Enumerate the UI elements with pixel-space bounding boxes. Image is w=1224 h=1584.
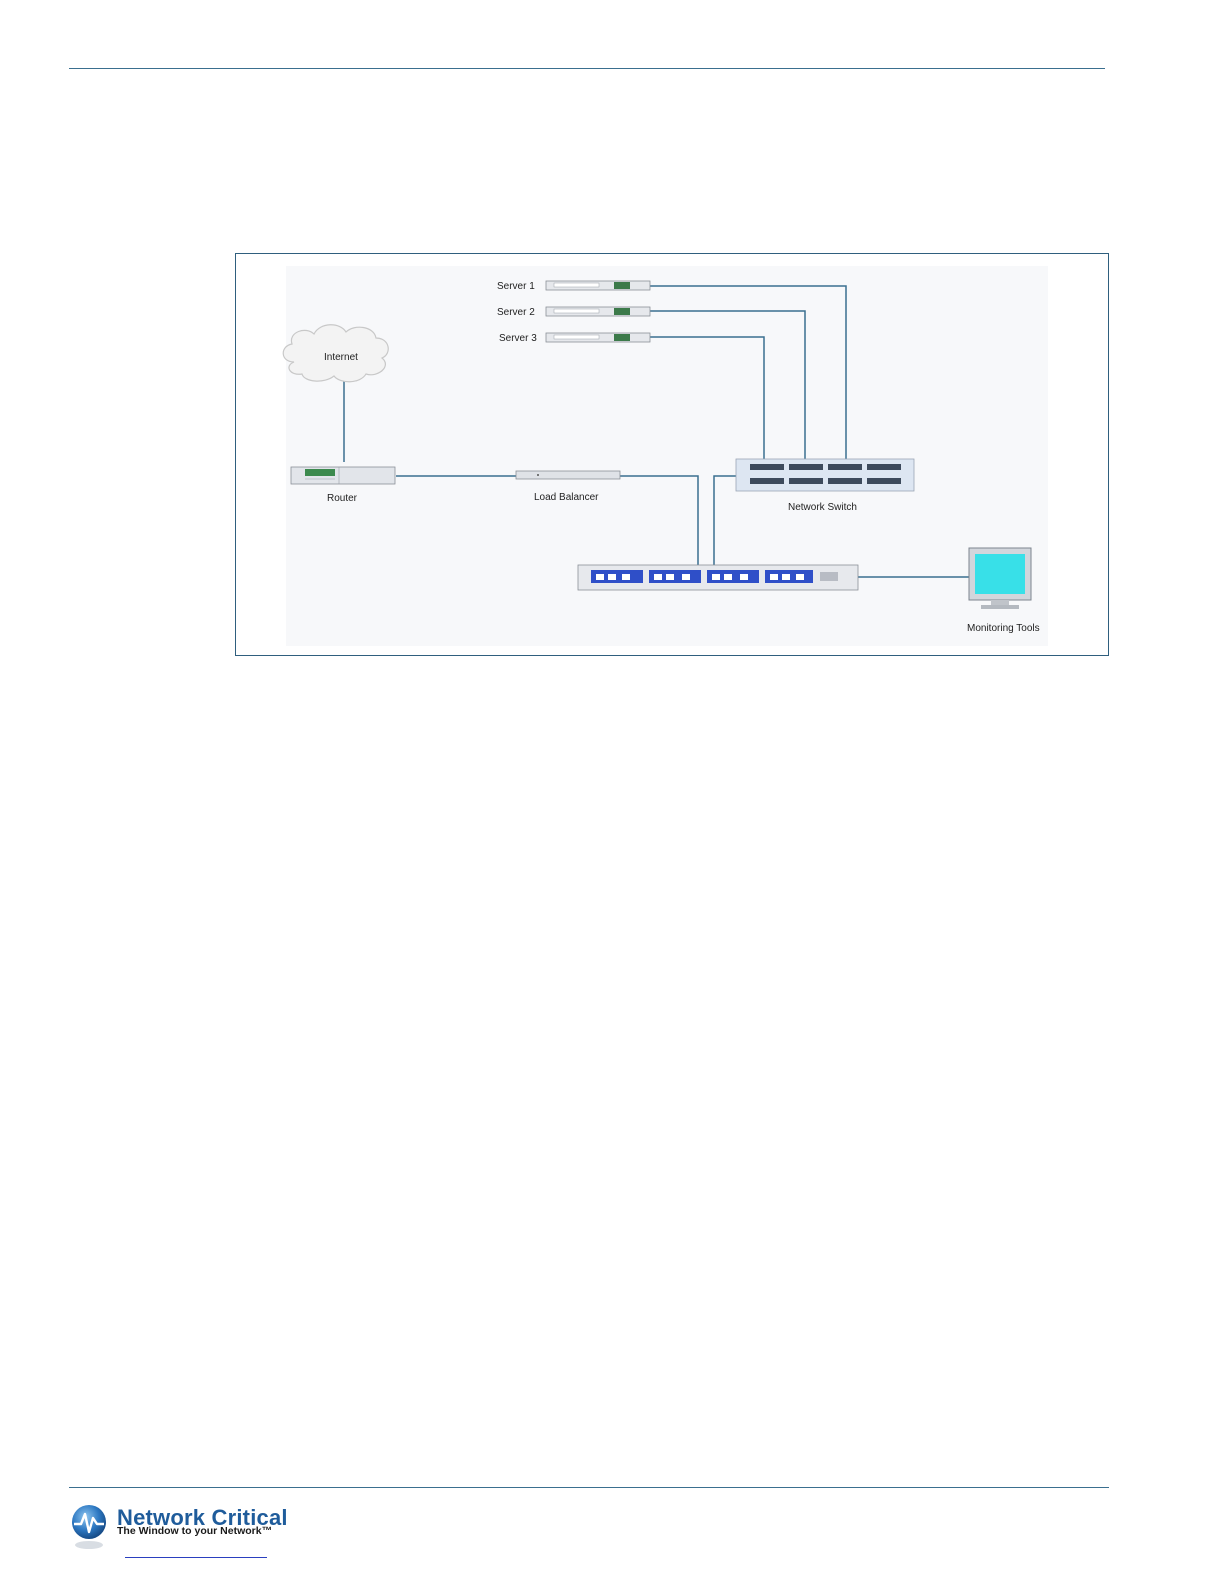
server-1-label: Server 1 — [497, 281, 535, 292]
link-loadbalancer-tap — [620, 476, 698, 566]
connection-lines — [344, 286, 969, 577]
link-server2-switch — [650, 311, 805, 462]
brand-tagline: The Window to your Network™ — [117, 1525, 272, 1537]
server-3-label: Server 3 — [499, 333, 537, 344]
router-label: Router — [327, 493, 358, 504]
monitoring-tools: Monitoring Tools — [967, 548, 1040, 634]
link-server1-switch — [650, 286, 846, 462]
monitor-icon — [969, 548, 1031, 609]
internet-cloud-icon: Internet — [283, 325, 388, 382]
network-diagram-figure: Internet Server 1 Server 2 Server 3 — [235, 253, 1109, 656]
load-balancer: Load Balancer — [516, 471, 620, 503]
load-balancer-label: Load Balancer — [534, 492, 599, 503]
link-tap-switch — [714, 476, 736, 566]
footer-rule — [69, 1487, 1109, 1488]
load-balancer-icon — [516, 471, 620, 479]
network-switch-label: Network Switch — [788, 502, 857, 513]
header-rule — [69, 68, 1105, 69]
server-2-label: Server 2 — [497, 307, 535, 318]
server-1: Server 1 — [497, 281, 650, 292]
router: Router — [291, 467, 395, 504]
footer-link-underline[interactable] — [125, 1557, 267, 1558]
network-diagram: Internet Server 1 Server 2 Server 3 — [236, 254, 1110, 657]
link-server3-switch — [650, 337, 764, 462]
server-2: Server 2 — [497, 307, 650, 318]
monitoring-tools-label: Monitoring Tools — [967, 623, 1040, 634]
network-tap-device — [578, 565, 858, 590]
network-switch-icon — [736, 459, 914, 491]
internet-label: Internet — [324, 352, 358, 363]
server-3: Server 3 — [499, 333, 650, 344]
network-switch: Network Switch — [736, 459, 914, 513]
